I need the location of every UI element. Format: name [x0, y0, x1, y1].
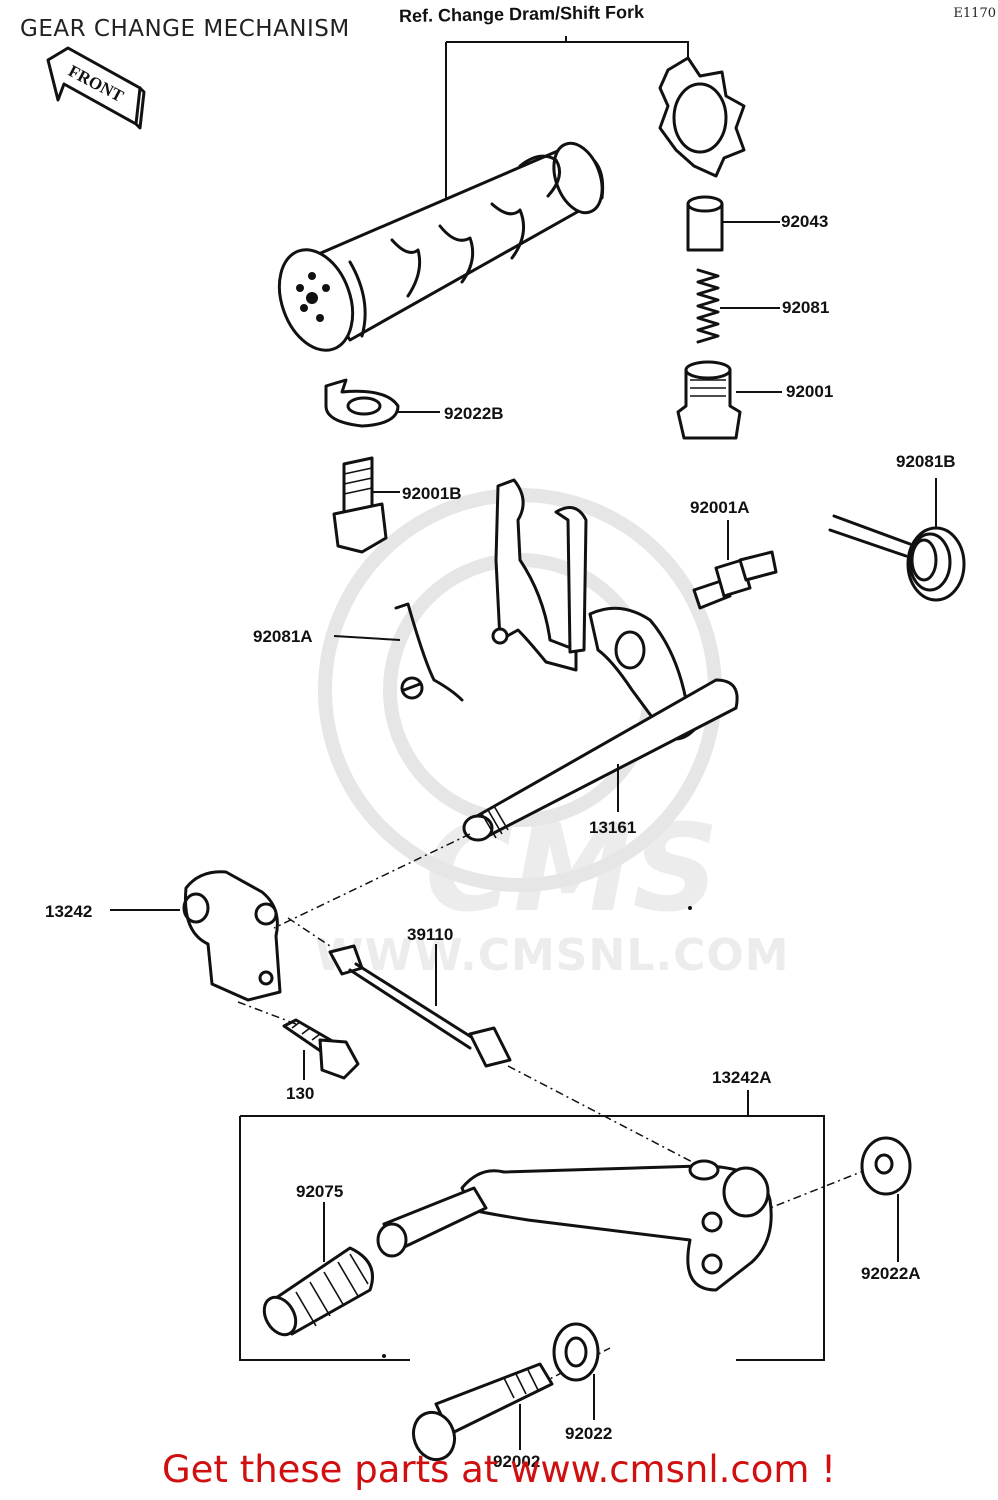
- label-13161: 13161: [589, 818, 637, 837]
- pedal-rubber-92075: [262, 1202, 374, 1337]
- shift-lever-assembly-13161: [462, 478, 739, 842]
- label-92022: 92022: [565, 1424, 613, 1443]
- label-92001A: 92001A: [690, 498, 750, 517]
- spring-92081A: [333, 602, 464, 702]
- tie-rod-39110: [328, 944, 512, 1068]
- cta-link[interactable]: Get these parts at www.cmsnl.com !: [161, 1448, 836, 1491]
- bracket-13242A: [239, 1090, 825, 1361]
- shift-drum-star-plate: [658, 56, 746, 178]
- shift-arm-13242: [110, 870, 282, 1002]
- label-92043: 92043: [781, 212, 829, 231]
- shift-pedal-lever: [376, 1159, 773, 1292]
- page-title: GEAR CHANGE MECHANISM: [20, 16, 350, 42]
- label-92081B: 92081B: [896, 452, 956, 471]
- pin-92043: [686, 195, 780, 252]
- lock-washer-92022B: [324, 378, 440, 428]
- label-92075: 92075: [296, 1182, 344, 1201]
- bolt-92002: [411, 1362, 554, 1462]
- label-92081: 92081: [782, 298, 830, 317]
- front-arrow-icon: [46, 46, 146, 130]
- watermark-text: WWW.CMSNL.COM: [315, 930, 790, 981]
- label-13242: 13242: [45, 902, 93, 921]
- label-92022B: 92022B: [444, 404, 504, 423]
- label-39110: 39110: [407, 925, 454, 944]
- washer-92022A: [860, 1136, 912, 1262]
- label-92001B: 92001B: [402, 484, 462, 503]
- spring-92081B: [828, 478, 966, 602]
- ref-note: Ref. Change Dram/Shift Fork: [398, 1, 645, 27]
- bolt-130: [282, 1018, 360, 1080]
- label-92001: 92001: [786, 382, 834, 401]
- label-13242A: 13242A: [712, 1068, 772, 1087]
- label-130: 130: [286, 1084, 315, 1103]
- bolt-92001B: [332, 456, 400, 554]
- diagram-code: E1170: [953, 6, 996, 21]
- label-92002: 92002: [493, 1452, 541, 1471]
- stud-92001A: [692, 520, 778, 610]
- label-92022A: 92022A: [861, 1264, 921, 1283]
- spring-92081: [696, 268, 780, 344]
- label-92081A: 92081A: [253, 627, 313, 646]
- shift-drum: [277, 141, 605, 352]
- plug-92001: [676, 360, 782, 440]
- washer-92022: [552, 1322, 600, 1420]
